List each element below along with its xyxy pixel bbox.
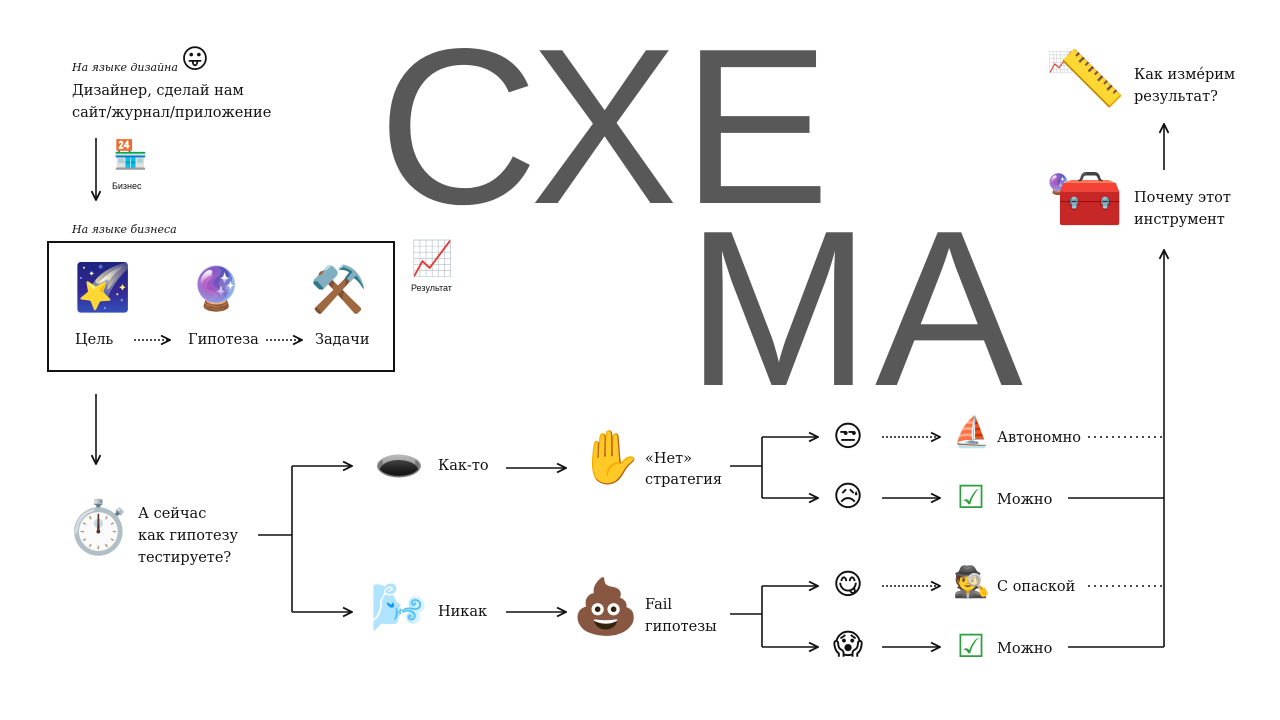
crystal-ball-icon: 🔮 — [1046, 172, 1071, 196]
outcome-possible-1: Можно — [997, 492, 1053, 508]
wind-icon: 🌬️ — [370, 580, 428, 634]
why-line-2: инструмент — [1134, 212, 1225, 228]
crystal-ball-icon: 🔮 — [190, 264, 243, 313]
question-line-2: как гипотезу — [138, 528, 239, 544]
convenience-store-icon: 🏪 — [113, 138, 148, 171]
outcome-with-caution: С опаской — [997, 579, 1076, 595]
no-strategy-line-2: стратегия — [645, 472, 723, 488]
fail-line-2: гипотезы — [645, 619, 717, 635]
result-icon-label: Результат — [411, 283, 452, 293]
savoring-food-face-icon: 😋 — [832, 567, 864, 601]
straight-ruler-icon: 📏 — [1058, 47, 1126, 110]
step-tasks: Задачи — [315, 332, 370, 348]
business-steps-box — [47, 241, 395, 372]
face-screaming-icon: 😱 — [832, 627, 864, 661]
outcome-autonomous: Автономно — [997, 430, 1081, 446]
why-line-1: Почему этот — [1134, 190, 1231, 206]
design-request-line-1: Дизайнер, сделай нам — [72, 83, 244, 99]
chart-increasing-icon: 📈 — [1048, 50, 1073, 74]
face-with-tongue-icon: 😛 — [180, 44, 210, 75]
measure-line-2: результат? — [1134, 89, 1218, 105]
toolbox-icon: 🧰 — [1056, 167, 1124, 230]
chart-increasing-icon: 📈 — [411, 239, 454, 279]
outcome-possible-2: Можно — [997, 641, 1053, 657]
sad-relieved-face-icon: 😥 — [832, 479, 864, 513]
branch-no-way: Никак — [438, 604, 488, 620]
title-line-2: МА — [686, 185, 1027, 433]
step-hypothesis: Гипотеза — [188, 332, 259, 348]
design-language-label: На языке дизайна — [72, 61, 178, 74]
raised-hand-icon: ✋ — [578, 428, 643, 488]
check-box-icon: ☑ — [956, 478, 986, 516]
sailboat-icon: ⛵ — [953, 415, 991, 450]
title-line-1: СХЕ — [378, 3, 834, 251]
question-line-3: тестируете? — [138, 550, 232, 566]
step-goal: Цель — [75, 332, 114, 348]
hammer-and-pick-icon: ⚒️ — [310, 262, 368, 316]
unamused-face-icon: 😒 — [832, 419, 864, 453]
shooting-star-icon: 🌠 — [74, 260, 132, 314]
business-language-label: На языке бизнеса — [72, 223, 177, 236]
business-icon-label: Бизнес — [112, 181, 142, 191]
detective-icon: 🕵️ — [953, 565, 991, 600]
branch-somehow: Как-то — [438, 458, 489, 474]
no-strategy-line-1: «Нет» — [645, 451, 692, 467]
question-line-1: А сейчас — [138, 506, 207, 522]
fail-line-1: Fail — [645, 597, 672, 613]
measure-line-1: Как измéрим — [1134, 67, 1236, 83]
design-request-line-2: сайт/журнал/приложение — [72, 105, 272, 121]
check-box-icon: ☑ — [956, 627, 986, 665]
stopwatch-icon: ⏱️ — [66, 498, 131, 558]
pile-of-poo-icon: 💩 — [572, 575, 640, 638]
hole-icon: 🕳️ — [374, 437, 424, 483]
